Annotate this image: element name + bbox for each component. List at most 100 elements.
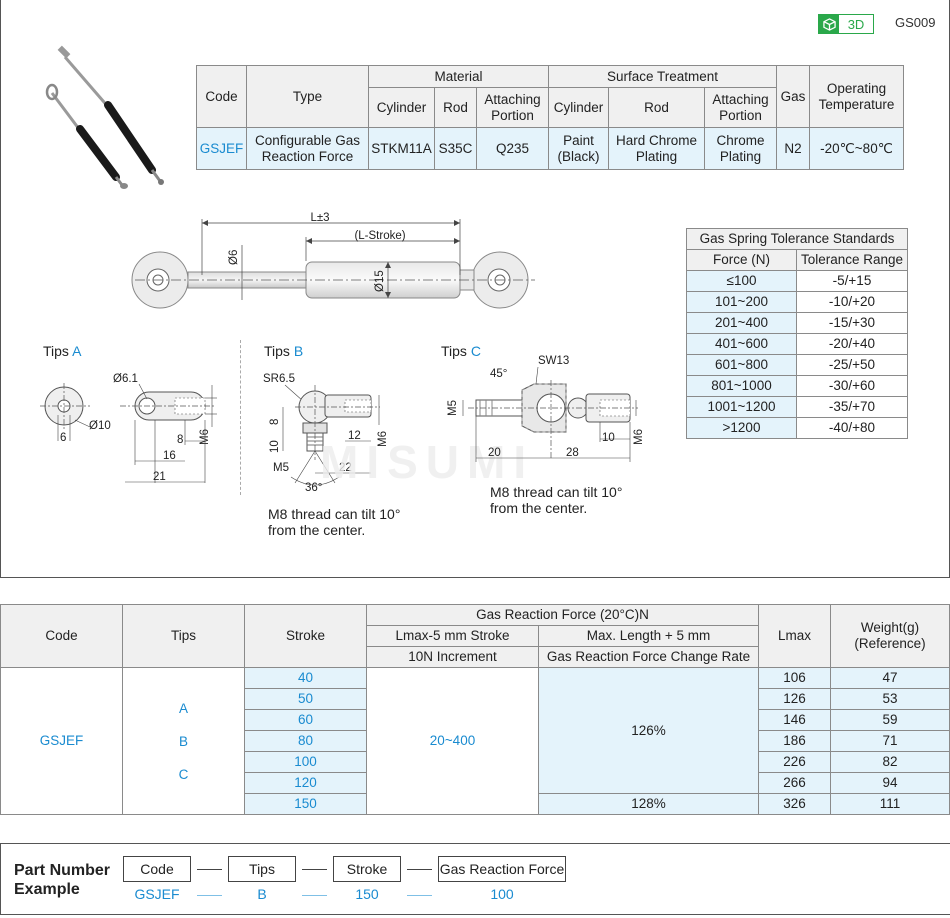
tip-b-h10: 10 — [269, 440, 281, 453]
tips-b-drawing: SR6.5 8 10 12 22 M6 M5 36° — [263, 373, 389, 494]
pn-value-stroke: 150 — [355, 886, 379, 902]
spec-sur-rod: Hard Chrome Plating — [608, 127, 705, 170]
dim-l: L±3 — [310, 212, 329, 224]
mt-weight: 82 — [830, 751, 950, 773]
tol-force: 801~1000 — [686, 375, 797, 397]
mt-stroke: 40 — [244, 667, 367, 689]
mt-maxlen-h: Max. Length + 5 mm — [538, 625, 759, 647]
tol-title: Gas Spring Tolerance Standards — [686, 228, 908, 250]
th-material: Material — [368, 65, 549, 88]
mt-code: GSJEF — [0, 667, 123, 815]
pn-sep — [302, 869, 327, 870]
tip-c-l28: 28 — [566, 447, 579, 459]
tips-c-title: Tips C — [441, 343, 481, 359]
mt-weight: 47 — [830, 667, 950, 689]
th-mat-attaching: Attaching Portion — [476, 87, 549, 128]
tip-a-w6: 6 — [60, 432, 66, 444]
tips-b-label: Tips — [264, 343, 290, 359]
mt-stroke: 80 — [244, 730, 367, 752]
divider — [240, 340, 241, 495]
mt-rate-b: 128% — [538, 793, 759, 815]
pn-sep — [407, 869, 432, 870]
spec-temp: -20℃~80℃ — [809, 127, 904, 170]
pn-sep-blue — [197, 895, 222, 896]
part-number-title: Part Number Example — [14, 862, 111, 898]
mt-tip: A — [178, 700, 188, 716]
mt-lmax: 126 — [758, 688, 831, 710]
tol-force: 201~400 — [686, 312, 797, 334]
mt-stroke: 150 — [244, 793, 367, 815]
tolerance-table: Gas Spring Tolerance Standards Force (N)… — [686, 228, 908, 439]
mt-lmax: 186 — [758, 730, 831, 752]
spec-type: Configurable Gas Reaction Force — [246, 127, 369, 170]
tip-b-note: M8 thread can tilt 10° from the center. — [268, 506, 401, 538]
th-sur-rod: Rod — [608, 87, 705, 128]
tol-force: 101~200 — [686, 291, 797, 313]
th-surface: Surface Treatment — [548, 65, 777, 88]
th-temp: Operating Temperature — [809, 65, 904, 128]
th-sur-cylinder: Cylinder — [548, 87, 609, 128]
mt-tip: B — [178, 733, 188, 749]
mt-code-h: Code — [0, 604, 123, 668]
tol-range: -40/+80 — [796, 417, 908, 439]
tol-force: ≤100 — [686, 270, 797, 292]
tip-b-ang: 36° — [305, 482, 322, 494]
cube-icon — [819, 15, 839, 33]
mt-stroke-h: Stroke — [244, 604, 367, 668]
tips-a-drawing: 6 Ø10 Ø6.1 M6 8 16 21 — [40, 373, 217, 483]
pn-value-force: 100 — [490, 886, 514, 902]
pn-sep — [197, 869, 222, 870]
mt-weight: 53 — [830, 688, 950, 710]
mt-force-h: Gas Reaction Force (20°C)N — [366, 604, 759, 626]
th-type: Type — [246, 65, 369, 128]
mt-lmax5-h: Lmax-5 mm Stroke — [366, 625, 539, 647]
mt-weight: 94 — [830, 772, 950, 794]
th-mat-cylinder: Cylinder — [368, 87, 435, 128]
mt-stroke: 120 — [244, 772, 367, 794]
watermark: MISUMI — [320, 436, 535, 488]
tip-c-sw: SW13 — [538, 355, 569, 367]
part-number-panel — [0, 843, 950, 915]
tol-force: 601~800 — [686, 354, 797, 376]
mt-weight-h: Weight(g) (Reference) — [830, 604, 950, 668]
tol-force: 401~600 — [686, 333, 797, 355]
mt-force-range: 20~400 — [366, 667, 539, 815]
product-photo — [45, 45, 164, 189]
mt-lmax: 226 — [758, 751, 831, 773]
3d-model-button[interactable]: 3D — [818, 14, 874, 34]
tip-b-m6: M6 — [377, 431, 389, 447]
tips-b-title: Tips B — [264, 343, 303, 359]
mt-lmax: 326 — [758, 793, 831, 815]
tips-a-label: Tips — [43, 343, 69, 359]
tip-c-l20: 20 — [488, 447, 501, 459]
mt-rate-a: 126% — [538, 667, 759, 794]
tip-a-d61: Ø6.1 — [113, 373, 138, 385]
tip-b-l22: 22 — [339, 462, 352, 474]
mt-tips-h: Tips — [122, 604, 245, 668]
mt-lmax: 266 — [758, 772, 831, 794]
tol-range: -30/+60 — [796, 375, 908, 397]
th-code: Code — [196, 65, 247, 128]
tol-force: 1001~1200 — [686, 396, 797, 418]
spec-table: Code Type Material Surface Treatment Gas… — [196, 65, 904, 170]
tip-c-m6: M6 — [633, 429, 645, 445]
tol-range: -15/+30 — [796, 312, 908, 334]
mt-weight: 71 — [830, 730, 950, 752]
mt-lmax-h: Lmax — [758, 604, 831, 668]
tip-a-l8: 8 — [177, 434, 183, 446]
mt-weight: 111 — [830, 793, 950, 815]
dim-stroke: (L-Stroke) — [354, 230, 405, 242]
tol-range: -25/+50 — [796, 354, 908, 376]
pn-value-tips: B — [257, 886, 267, 902]
mt-stroke: 50 — [244, 688, 367, 710]
spec-mat-cylinder: STKM11A — [368, 127, 435, 170]
spec-sur-attaching: Chrome Plating — [704, 127, 777, 170]
spec-code: GSJEF — [196, 127, 247, 170]
tip-a-l16: 16 — [163, 450, 176, 462]
pn-value-code: GSJEF — [134, 886, 180, 902]
mt-stroke: 60 — [244, 709, 367, 731]
spec-mat-rod: S35C — [434, 127, 477, 170]
spec-mat-attaching: Q235 — [476, 127, 549, 170]
tip-b-sr: SR6.5 — [263, 373, 295, 385]
